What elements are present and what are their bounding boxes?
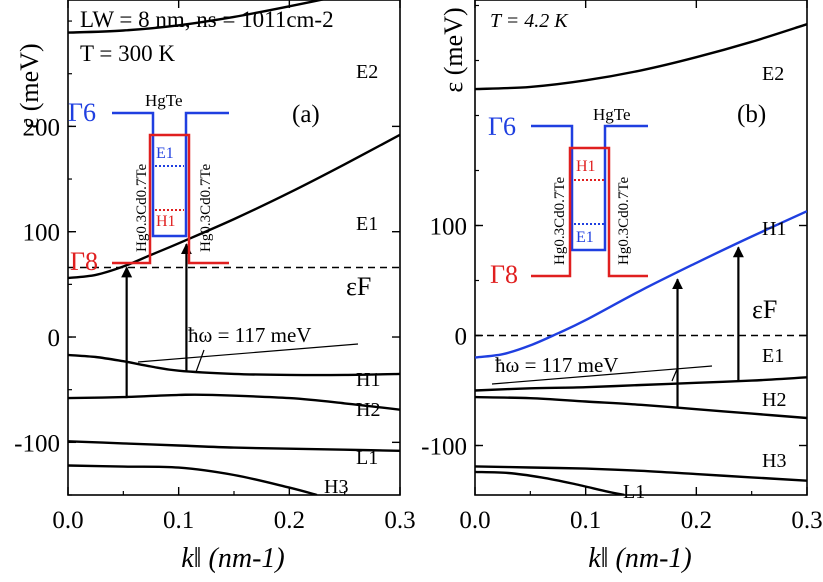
band-label-h2: H2: [356, 399, 380, 421]
gamma8-label: Γ8: [70, 247, 98, 276]
left-barrier-label: Hg0.3Cd0.7Te: [134, 164, 150, 252]
band-curve-h3: [475, 465, 807, 482]
well-material-label: HgTe: [593, 105, 631, 124]
gamma8-label: Γ8: [490, 260, 518, 289]
photon-label-leader-short: [195, 349, 205, 373]
plot-frame: [67, 0, 401, 496]
x-tick-label: 0.3: [384, 507, 415, 534]
x-tick-label: 0.3: [791, 507, 822, 534]
y-tick-label: 200: [23, 114, 61, 141]
band-label-h2: H2: [762, 389, 786, 411]
band-curve-h1: [475, 210, 807, 359]
band-curve-e1: [68, 133, 400, 280]
panel-label: (a): [292, 101, 320, 128]
photon-label-leader-short: [671, 366, 679, 382]
band-label-e2: E2: [762, 63, 784, 85]
fermi-label: εF: [346, 272, 371, 301]
left-barrier-label: Hg0.3Cd0.7Te: [552, 177, 568, 265]
band-curve-h2: [475, 395, 807, 420]
info-line-2: T = 300 K: [80, 41, 175, 66]
inset-band-diagram: Γ6 Γ8 HgTe E1 H1 Hg0.3Cd0.7Te Hg0.3Cd0.7…: [68, 91, 229, 276]
band-curve-e1: [475, 376, 807, 392]
band-curve-e2: [475, 23, 807, 91]
lower-level-label: E1: [576, 229, 594, 246]
gamma8-profile: [112, 133, 229, 265]
x-axis-label: k‖ (nm-1): [588, 543, 691, 574]
x-tick-label: 0.2: [274, 507, 305, 534]
photon-label-leader: [137, 343, 359, 363]
photon-energy-label: ħω = 117 meV: [495, 353, 618, 377]
y-tick-label: 100: [430, 214, 468, 241]
band-curve-h1: [68, 353, 400, 377]
band-label-e2: E2: [356, 61, 378, 83]
band-label-h3: H3: [762, 450, 786, 472]
info-line-1: LW = 8 nm, ns = 1011cm-2: [80, 7, 334, 32]
x-tick-label: 0.1: [570, 507, 601, 534]
fermi-label: εF: [752, 295, 777, 324]
y-tick-label: -100: [421, 434, 467, 461]
band-curve-h3: [68, 464, 318, 495]
band-curve-l1: [475, 470, 625, 495]
upper-level-label: H1: [576, 158, 596, 175]
band-curve-l1: [68, 440, 400, 452]
y-axis-label: ε (meV): [15, 43, 44, 128]
x-tick-label: 0.0: [459, 507, 490, 534]
photon-energy-label: ħω = 117 meV: [188, 323, 311, 347]
y-axis-label: ε (meV): [439, 7, 468, 92]
gamma6-profile: [531, 124, 648, 252]
band-label-h3: H3: [324, 476, 348, 498]
y-tick-label: 100: [23, 220, 61, 247]
x-tick-label: 0.2: [681, 507, 712, 534]
gamma8-profile: [531, 146, 648, 278]
band-curve-h2: [68, 393, 400, 411]
y-tick-label: -100: [14, 430, 60, 457]
x-axis-label: k‖ (nm-1): [181, 543, 284, 574]
well-material-label: HgTe: [145, 91, 183, 110]
band-curves: [475, 23, 807, 495]
band-curve-e2: [68, 0, 327, 34]
x-tick-label: 0.0: [52, 507, 83, 534]
gamma6-label: Γ6: [488, 112, 516, 141]
plot-frame: [474, 0, 808, 496]
inset-band-diagram: Γ6 Γ8 HgTe H1 E1 Hg0.3Cd0.7Te Hg0.3Cd0.7…: [488, 105, 648, 289]
lower-level-label: H1: [156, 213, 176, 230]
gamma6-profile: [112, 111, 229, 238]
band-label-e1: E1: [356, 213, 378, 235]
y-tick-label: 0: [48, 325, 61, 352]
right-barrier-label: Hg0.3Cd0.7Te: [198, 164, 214, 252]
y-tick-label: 0: [455, 324, 468, 351]
info-line-1: T = 4.2 K: [490, 10, 569, 32]
band-label-l1: L1: [623, 481, 645, 503]
gamma6-label: Γ6: [68, 98, 96, 127]
x-tick-label: 0.1: [163, 507, 194, 534]
panel-label: (b): [737, 101, 766, 128]
band-label-h1: H1: [762, 218, 786, 240]
band-label-l1: L1: [356, 447, 378, 469]
right-barrier-label: Hg0.3Cd0.7Te: [616, 177, 632, 265]
photon-label-leader: [491, 365, 713, 385]
band-label-h1: H1: [356, 369, 380, 391]
band-label-e1: E1: [762, 345, 784, 367]
band-curves: [68, 0, 400, 495]
upper-level-label: E1: [156, 145, 174, 162]
